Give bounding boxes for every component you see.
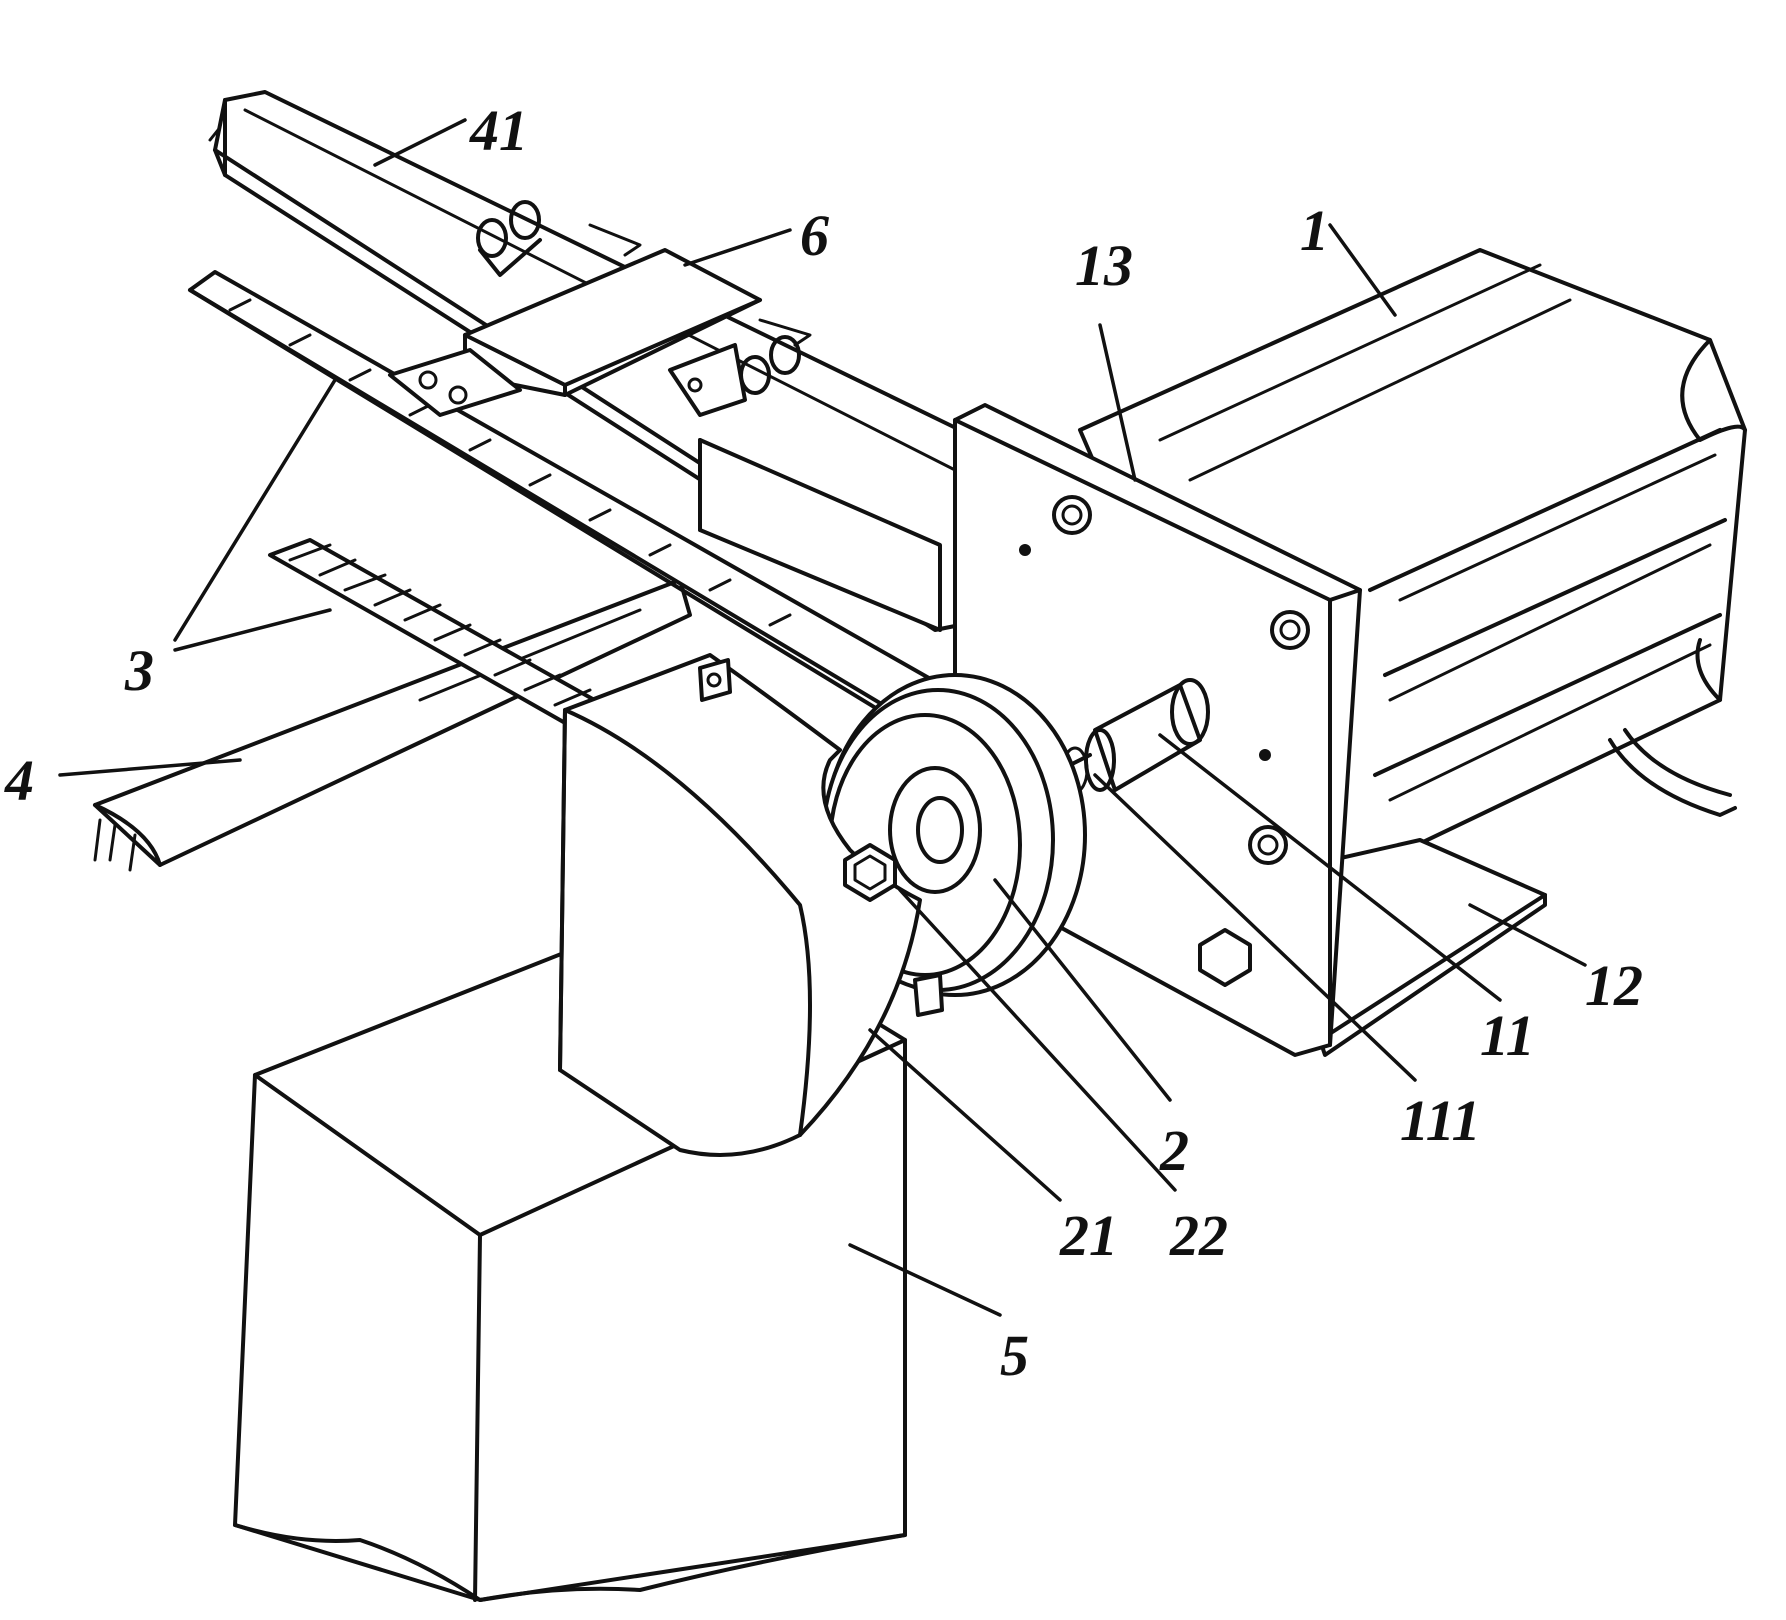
label-13: 13: [1075, 233, 1133, 298]
label-111: 111: [1400, 1088, 1481, 1153]
reference-numerals: 41 6 13 1 3 4 12 11 111 2 21 22 5: [4, 98, 1643, 1388]
label-6: 6: [800, 203, 829, 268]
pulley-hub: [843, 766, 982, 902]
leader-lines: [58, 118, 1587, 1317]
label-1: 1: [1300, 198, 1329, 263]
label-11: 11: [1480, 1003, 1535, 1068]
label-5: 5: [1000, 1323, 1029, 1388]
label-22: 22: [1169, 1203, 1228, 1268]
label-4: 4: [4, 748, 34, 813]
cam-housing: [558, 653, 944, 1157]
label-3: 3: [124, 638, 154, 703]
output-shaft: [1058, 678, 1210, 794]
label-12: 12: [1585, 953, 1643, 1018]
label-2: 2: [1159, 1118, 1189, 1183]
carriage-slider: [388, 200, 812, 417]
label-41: 41: [469, 98, 528, 163]
carriage-support: [698, 438, 942, 632]
label-21: 21: [1059, 1203, 1118, 1268]
